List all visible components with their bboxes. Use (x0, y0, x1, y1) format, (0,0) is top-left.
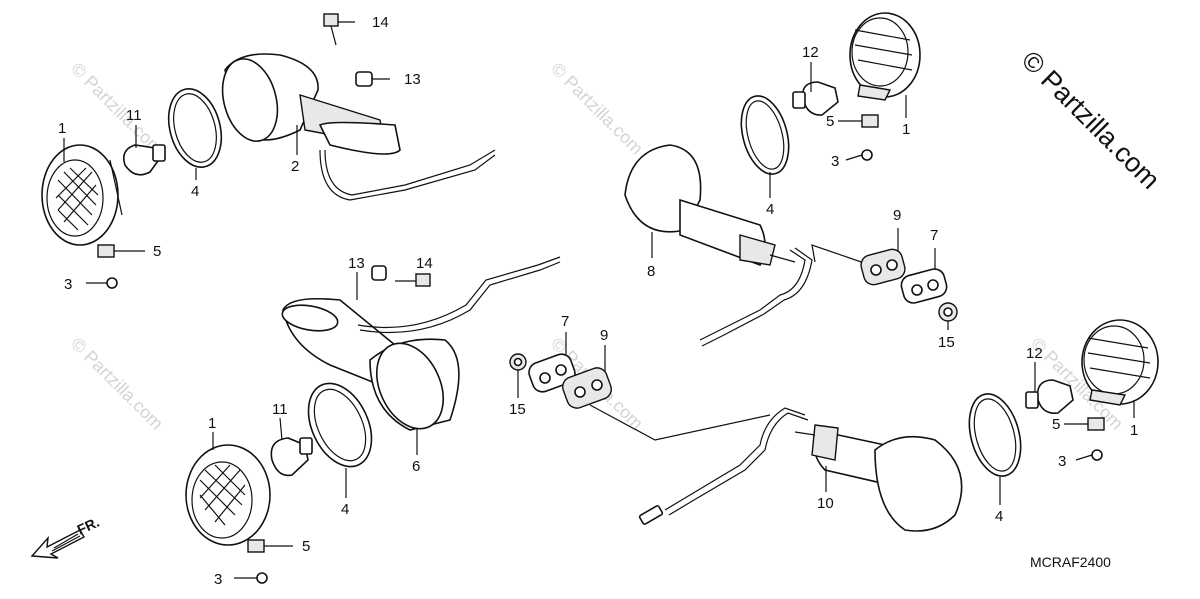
lens-part (185, 444, 271, 546)
callout-label: 10 (817, 495, 834, 512)
bolt-part (415, 273, 431, 287)
grommet-part (562, 367, 612, 409)
callout-label: 1 (58, 120, 66, 137)
turn-signal-rear-right (638, 319, 1159, 532)
nut-part (938, 302, 958, 322)
callout-label: 13 (348, 255, 365, 272)
callout-label: 5 (826, 113, 834, 130)
callout-label: 3 (1058, 453, 1066, 470)
collar-part (371, 265, 387, 281)
front-direction-indicator: FR. (30, 514, 102, 559)
screw-part (845, 149, 873, 161)
turn-signal-front-right (624, 12, 958, 347)
nut-part (509, 353, 527, 371)
callout-label: 3 (831, 153, 839, 170)
bulb-part (270, 437, 313, 477)
callout-label: 13 (404, 71, 421, 88)
callout-label: 5 (1052, 416, 1060, 433)
ring-part (307, 382, 373, 468)
housing-part (794, 424, 963, 532)
callout-label: 7 (930, 227, 938, 244)
bolt-part (323, 13, 339, 46)
diagram-code: MCRAF2400 (1030, 554, 1111, 570)
leader-lines (63, 21, 1135, 547)
ring-part (968, 393, 1022, 477)
callout-label: 4 (191, 183, 199, 200)
bulb-part (1025, 379, 1074, 415)
callout-label: 1 (1130, 422, 1138, 439)
lens-part (41, 144, 123, 246)
wire-part (359, 261, 561, 334)
bulb-part (122, 144, 166, 176)
callout-label: 2 (291, 158, 299, 175)
callout-label: 4 (995, 508, 1003, 525)
callout-label: 6 (412, 458, 420, 475)
callout-labels: 1 11 4 2 14 13 5 3 13 14 11 1 4 6 5 3 12… (58, 14, 1138, 588)
callout-label: 7 (561, 313, 569, 330)
housing-part (221, 53, 401, 155)
turn-signal-rear-left (185, 256, 561, 584)
mount-hardware-center (509, 353, 771, 441)
callout-label: 11 (272, 401, 288, 418)
ring-part (740, 95, 790, 175)
callout-label: 5 (153, 243, 161, 260)
screw-part (234, 572, 268, 584)
collar-part (355, 71, 373, 87)
front-direction-label: FR. (75, 514, 102, 538)
watermark-text: © Partzilla.com (547, 59, 647, 159)
callout-label: 12 (802, 44, 819, 61)
callout-label: 12 (1026, 345, 1043, 362)
plate-part (900, 268, 948, 304)
grommet-part (860, 248, 906, 286)
housing-part (624, 144, 796, 267)
screw-part (86, 277, 118, 289)
wire-part (664, 407, 806, 511)
turn-signal-front-left (41, 13, 496, 289)
callout-label: 4 (766, 201, 774, 218)
screw-part (1075, 449, 1103, 461)
callout-label: 14 (372, 14, 389, 31)
nut-part (861, 114, 879, 128)
front-arrow-icon (30, 529, 85, 559)
callout-label: 14 (416, 255, 433, 272)
watermark-text: © Partzilla.com (67, 59, 167, 159)
callout-label: 9 (893, 207, 901, 224)
callout-label: 1 (902, 121, 910, 138)
callout-label: 9 (600, 327, 608, 344)
callout-label: 11 (126, 107, 142, 124)
callout-label: 3 (214, 571, 222, 588)
watermark-text: © Partzilla.com (67, 334, 167, 434)
callout-label: 8 (647, 263, 655, 280)
bulb-part (792, 81, 839, 116)
lens-part (1081, 319, 1159, 406)
copyright-text: © Partzilla.com (1016, 45, 1166, 195)
lens-part (849, 12, 921, 101)
nut-part (247, 539, 265, 553)
callout-label: 3 (64, 276, 72, 293)
nut-part (97, 244, 115, 258)
housing-part (281, 297, 460, 431)
wire-part (699, 249, 806, 341)
callout-label: 15 (509, 401, 526, 418)
callout-label: 15 (938, 334, 955, 351)
ring-part (167, 88, 223, 168)
callout-label: 4 (341, 501, 349, 518)
nut-part (1087, 417, 1105, 431)
callout-label: 1 (208, 415, 216, 432)
callout-label: 5 (302, 538, 310, 555)
wire-part (319, 149, 496, 201)
